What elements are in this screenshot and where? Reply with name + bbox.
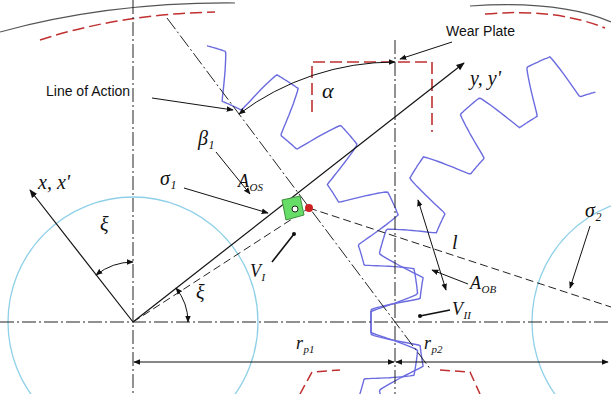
- leader-line: [152, 98, 233, 110]
- angle-arc: [96, 262, 133, 275]
- subscript: I: [262, 272, 266, 283]
- dimension-line: [134, 362, 394, 363]
- center-line: [395, 40, 396, 394]
- dimension-line: [396, 362, 608, 363]
- trapped-volume: [282, 196, 304, 220]
- wear-plate-edge: [440, 370, 480, 394]
- leader-line: [400, 42, 452, 59]
- leader-dot: [418, 314, 422, 318]
- subscript: 1: [170, 179, 176, 191]
- leader-line: [420, 310, 450, 316]
- area-symbol: A: [238, 172, 249, 190]
- angle-symbol: α: [322, 80, 334, 102]
- subscript: II: [464, 310, 471, 321]
- wear-plate-edge: [300, 370, 340, 394]
- axis-label: x, x': [38, 172, 70, 192]
- contact-point: [305, 204, 313, 212]
- wear-plate: [312, 62, 432, 132]
- subscript: OS: [250, 182, 263, 193]
- subscript: p1: [304, 344, 315, 355]
- axis-label: y, y': [470, 68, 501, 88]
- dimension-label: r: [296, 334, 303, 352]
- gear-profile: [207, 46, 418, 394]
- angle-arc: [239, 62, 395, 114]
- x-axis: [30, 190, 133, 322]
- leader-line: [272, 234, 294, 262]
- angle-symbol: σ: [585, 200, 595, 220]
- angle-symbol: σ: [160, 168, 170, 188]
- housing-line: [0, 3, 235, 32]
- centroid-point: [292, 206, 298, 212]
- radius-line: [309, 208, 611, 307]
- leader-line: [216, 152, 250, 194]
- center-line: [0, 322, 611, 323]
- line-of-action: [167, 18, 431, 370]
- subscript: 2: [595, 211, 601, 223]
- volume-symbol: V: [452, 300, 463, 318]
- y-axis: [133, 63, 464, 322]
- angle-symbol: β: [198, 128, 208, 148]
- wear-plate-edge: [40, 12, 215, 40]
- leader-dot: [292, 232, 296, 236]
- dimension-line: [418, 200, 446, 290]
- angle-arc: [176, 288, 188, 322]
- dimension-label: r: [424, 334, 431, 352]
- gear-profile: [371, 57, 595, 394]
- part-label: Wear Plate: [446, 24, 515, 38]
- subscript: 1: [208, 139, 214, 151]
- leader-line: [432, 270, 468, 284]
- dimension-label: l: [452, 232, 458, 252]
- subscript: OB: [482, 284, 497, 295]
- volume-symbol: V: [250, 262, 261, 280]
- subscript: p2: [432, 344, 443, 355]
- leader-line: [570, 226, 590, 288]
- base-circle: [532, 197, 611, 394]
- center-line: [133, 0, 134, 394]
- area-symbol: A: [470, 274, 481, 292]
- angle-symbol: ξ: [196, 282, 205, 302]
- part-label: Line of Action: [46, 84, 130, 98]
- radius-line: [133, 208, 309, 322]
- angle-symbol: ξ: [100, 214, 109, 234]
